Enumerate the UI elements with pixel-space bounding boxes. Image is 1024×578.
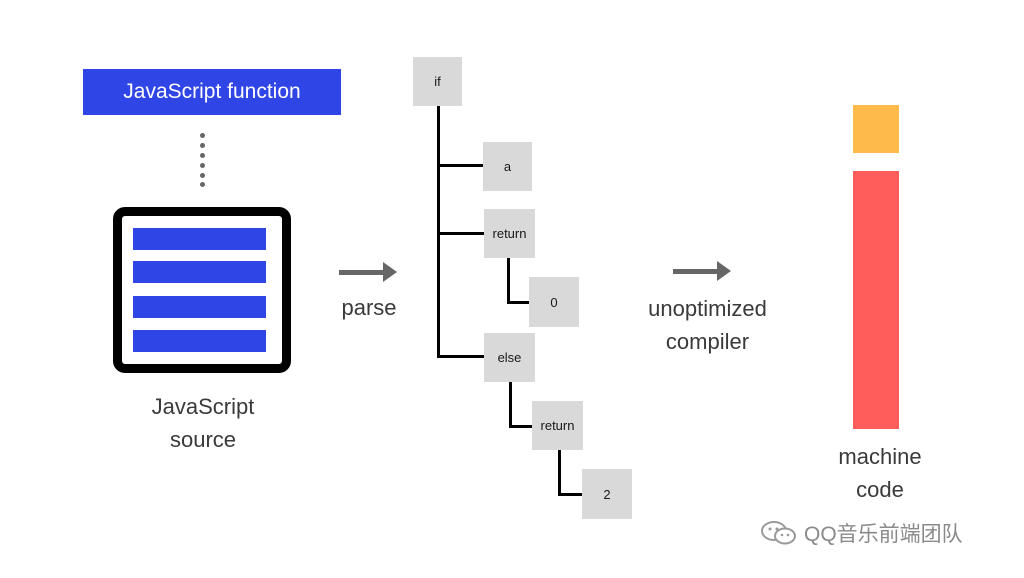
- machine-code-block-large: [853, 171, 899, 429]
- ast-node-zero: 0: [529, 277, 579, 327]
- unoptimized-compiler-label: unoptimized compiler: [648, 296, 767, 354]
- ast-node-if: if: [413, 57, 462, 106]
- javascript-source-label: JavaScript source: [151, 394, 255, 452]
- ast-node-else: else: [484, 333, 535, 382]
- watermark-text: QQ音乐前端团队: [804, 523, 963, 546]
- javascript-function-label: JavaScript function: [123, 80, 301, 103]
- watermark: QQ音乐前端团队: [760, 518, 963, 548]
- ast-node-return: return: [484, 209, 535, 258]
- machine-code-label: machine code: [838, 444, 922, 502]
- javascript-function-banner: JavaScript function: [83, 69, 341, 115]
- wechat-icon: [761, 521, 796, 545]
- ast-node-return: return: [532, 401, 583, 450]
- source-document-icon: [113, 207, 291, 373]
- ast-node-a: a: [483, 142, 532, 191]
- machine-code-block-small: [853, 105, 899, 153]
- ast-node-two: 2: [582, 469, 632, 519]
- parse-label: parse: [341, 295, 397, 320]
